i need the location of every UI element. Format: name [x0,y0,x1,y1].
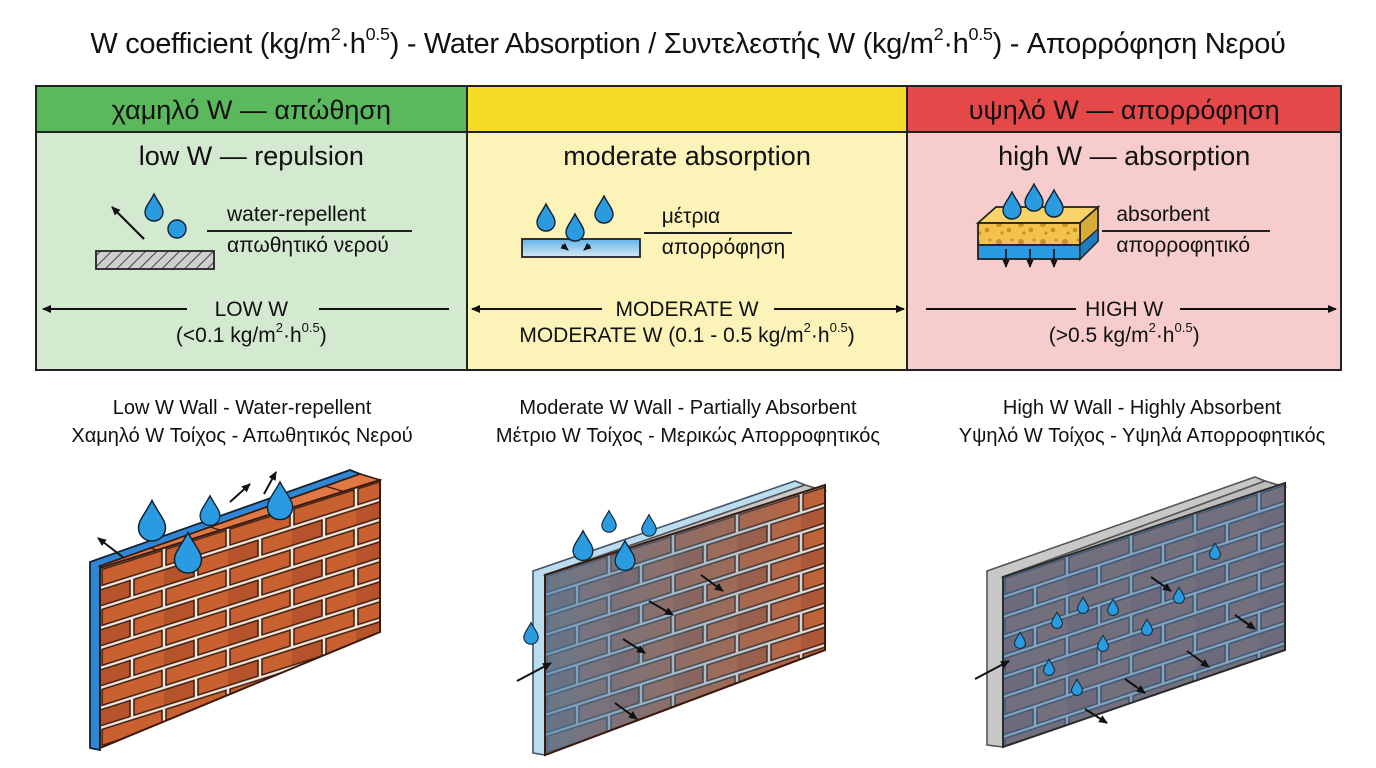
brick-wall-partial-icon [516,480,828,757]
w-coefficient-table: χαμηλό W — απώθηση low W — repulsion wat… [35,85,1342,371]
level-low-w: LOW W (<0.1 kg/m2·h0.5) [37,297,466,349]
subheader-high-w: high W — absorption [998,141,1251,171]
desc-moderate-w: μέτρια απορρόφηση [643,201,792,263]
caption-gr-high-wall: Υψηλό W Τοίχος - Υψηλά Απορροφητικός [958,425,1326,447]
sponge-icon [975,183,1101,268]
desc-low-w: water-repellent απωθητικό νερού [207,199,412,261]
brick-wall-repellent-icon [89,469,383,752]
header-high-w: υψηλό W — απορρόφηση [908,87,1341,133]
header-low-w: χαμηλό W — απώθηση [37,87,466,133]
level-label-moderate: MODERATE W [615,298,759,321]
level-moderate-w: MODERATE W MODERATE W (0.1 - 0.5 kg/m2·h… [468,297,907,349]
caption-gr-moderate-wall: Μέτριο W Τοίχος - Μερικώς Απορροφητικός [495,425,881,447]
level-label-low: LOW W [214,298,289,321]
desc-high-w: absorbent απορροφητικό [1102,199,1271,261]
level-arrow-moderate [470,305,905,313]
caption-en-high-wall: High W Wall - Highly Absorbent [1002,397,1282,419]
desc-en-moderate-w: μέτρια [661,205,721,228]
caption-en-low-wall: Low W Wall - Water-repellent [112,397,372,419]
subheader-moderate-w: moderate absorption [563,141,811,171]
page-title: W coefficient (kg/m2·h0.5) - Water Absor… [90,23,1286,60]
caption-moderate-wall: Moderate W Wall - Partially Absorbent Μέ… [458,394,918,450]
subheader-low-w: low W — repulsion [138,141,364,171]
column-high-w: υψηλό W — απορρόφηση high W — absorption… [908,87,1341,369]
caption-gr-low-wall: Χαμηλό W Τοίχος - Απωθητικός Νερού [71,425,413,447]
level-label-high: HIGH W [1085,298,1164,321]
desc-gr-high-w: απορροφητικό [1116,234,1251,257]
range-moderate-w: MODERATE W (0.1 - 0.5 kg/m2·h0.5) [519,320,855,347]
range-high-w: (>0.5 kg/m2·h0.5) [1048,320,1200,347]
column-moderate-w: moderate absorption μέτρια απορρόφ [467,87,909,369]
caption-low-wall: Low W Wall - Water-repellent Χαμηλό W Το… [12,394,472,450]
desc-gr-low-w: απωθητικό νερού [227,234,389,257]
level-arrow-low [42,305,449,313]
caption-high-wall: High W Wall - Highly Absorbent Υψηλό W Τ… [912,394,1372,450]
range-low-w: (<0.1 kg/m2·h0.5) [175,320,327,347]
desc-en-high-w: absorbent [1116,203,1210,226]
partial-absorption-surface-icon [520,195,641,258]
brick-wall-absorbent-icon [974,476,1288,749]
caption-en-moderate-wall: Moderate W Wall - Partially Absorbent [519,397,857,419]
desc-gr-moderate-w: απορρόφηση [661,236,786,259]
water-repellent-surface-icon [95,193,215,270]
desc-en-low-w: water-repellent [227,203,366,226]
level-arrow-high [926,305,1338,313]
column-low-w: χαμηλό W — απώθηση low W — repulsion wat… [37,87,468,369]
level-high-w: HIGH W (>0.5 kg/m2·h0.5) [908,297,1340,349]
header-moderate-w [467,87,907,133]
